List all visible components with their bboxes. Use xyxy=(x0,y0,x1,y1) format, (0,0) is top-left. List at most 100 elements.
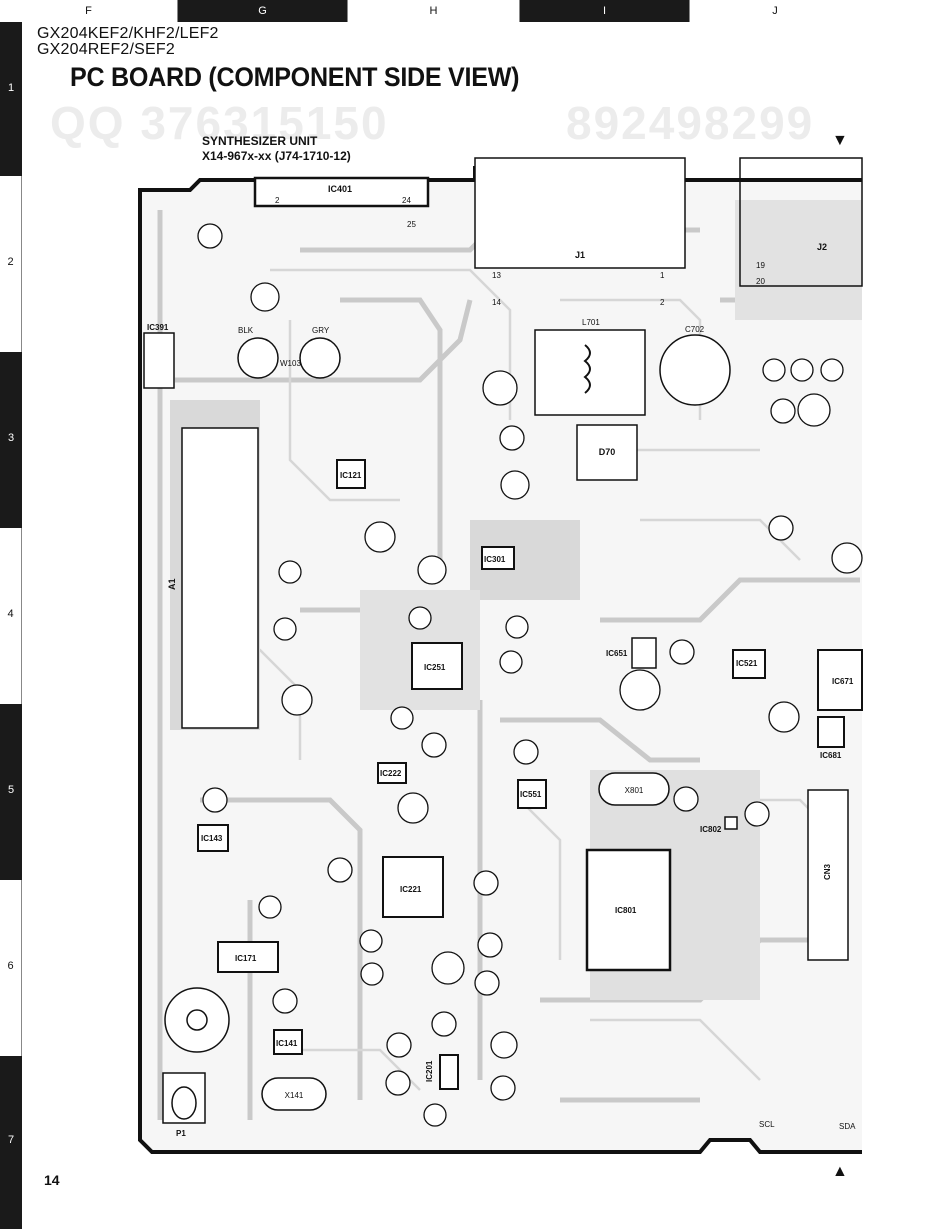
ic121 xyxy=(336,459,366,489)
p1-label: P1 xyxy=(176,1129,186,1138)
row-4: 4 xyxy=(0,528,22,704)
ic251-label: IC251 xyxy=(424,663,446,672)
ic801-label: IC801 xyxy=(615,906,637,915)
ic551-label: IC551 xyxy=(520,790,542,799)
ic801 xyxy=(585,848,672,972)
ic221-label: IC221 xyxy=(400,885,422,894)
unit-name: SYNTHESIZER UNIT xyxy=(202,134,318,148)
ic651-label: IC651 xyxy=(606,649,628,658)
l701-label: L701 xyxy=(582,318,600,327)
page-number: 14 xyxy=(44,1172,60,1188)
ic251 xyxy=(411,642,463,690)
cn3-connector xyxy=(807,789,849,961)
gry-terminal xyxy=(299,337,341,379)
j2-pin-19: 19 xyxy=(756,261,765,270)
watermark-right: 892498299 xyxy=(566,97,815,149)
cn3-label: CN3 xyxy=(823,863,832,880)
p1-jack-hole xyxy=(171,1086,197,1120)
a1-label: A1 xyxy=(167,578,177,590)
blk-label: BLK xyxy=(238,326,254,335)
model-line-1: GX204KEF2/KHF2/LEF2 xyxy=(37,25,219,42)
ic301 xyxy=(481,546,515,570)
ic401-label: IC401 xyxy=(328,184,352,194)
row-1: 1 xyxy=(0,22,22,176)
x801-crystal xyxy=(598,772,670,806)
ic222-label: IC222 xyxy=(380,769,402,778)
generic-capacitors xyxy=(197,223,863,1127)
row-3: 3 xyxy=(0,352,22,528)
ic301-label: IC301 xyxy=(484,555,506,564)
ic681-label: IC681 xyxy=(820,751,842,760)
x141-label: X141 xyxy=(285,1091,304,1100)
sda-label: SDA xyxy=(839,1122,856,1131)
a1-connector xyxy=(181,427,259,729)
row-5: 5 xyxy=(0,704,22,880)
ic141-label: IC141 xyxy=(276,1039,298,1048)
j1-connector xyxy=(474,157,686,269)
ic201-label: IC201 xyxy=(425,1060,434,1082)
w103-label: W103 xyxy=(280,359,301,368)
scl-label: SCL xyxy=(759,1120,775,1129)
j1-pin-1: 1 xyxy=(660,271,665,280)
ic143-label: IC143 xyxy=(201,834,223,843)
j2-connector xyxy=(739,157,863,287)
j1-pin-14: 14 xyxy=(492,298,501,307)
gry-label: GRY xyxy=(312,326,330,335)
d70 xyxy=(576,424,638,481)
unit-part-number: X14-967x-xx (J74-1710-12) xyxy=(202,149,351,163)
ic802-label: IC802 xyxy=(700,825,722,834)
ic401-pin-2: 2 xyxy=(275,196,280,205)
ic401-pin-24: 24 xyxy=(402,196,411,205)
volume-shaft xyxy=(186,1009,208,1031)
j2-pour xyxy=(735,200,862,320)
watermark-left: QQ 376315150 xyxy=(50,97,389,149)
d70-label: D70 xyxy=(599,447,616,457)
model-line-2: GX204REF2/SEF2 xyxy=(37,41,175,58)
ic201 xyxy=(439,1054,459,1090)
ic401 xyxy=(253,176,430,208)
c702-capacitor xyxy=(659,334,731,406)
thin-trace-layer xyxy=(200,268,821,1091)
ic171 xyxy=(217,941,279,973)
ic171-label: IC171 xyxy=(235,954,257,963)
row-6: 6 xyxy=(0,880,22,1056)
column-i: I xyxy=(520,0,690,22)
ic551 xyxy=(517,779,547,809)
ic651 xyxy=(631,637,657,669)
column-j: J xyxy=(690,0,860,22)
column-f: F xyxy=(0,0,178,22)
top-arrow: ▼ xyxy=(832,132,848,149)
j1-pin-13: 13 xyxy=(492,271,501,280)
j2-pin-20: 20 xyxy=(756,277,765,286)
blk-terminal xyxy=(237,337,279,379)
ic121-label: IC121 xyxy=(340,471,362,480)
x801-label: X801 xyxy=(625,786,644,795)
x141-crystal xyxy=(261,1077,327,1111)
l701-winding xyxy=(583,344,591,394)
column-h: H xyxy=(348,0,520,22)
ic671-label: IC671 xyxy=(832,677,854,686)
ic671 xyxy=(817,649,863,711)
page-title: PC BOARD (COMPONENT SIDE VIEW) xyxy=(70,62,520,92)
row-7: 7 xyxy=(0,1056,22,1229)
ic391 xyxy=(143,332,175,389)
ic141 xyxy=(273,1029,303,1055)
ic521 xyxy=(732,649,766,679)
j1-label: J1 xyxy=(575,250,585,260)
bottom-arrow: ▲ xyxy=(832,1163,848,1180)
row-2: 2 xyxy=(0,176,22,352)
ic391-label: IC391 xyxy=(147,323,169,332)
ic681 xyxy=(817,716,845,748)
ic401-pin-25: 25 xyxy=(407,220,416,229)
ic222 xyxy=(377,762,407,784)
ic521-label: IC521 xyxy=(736,659,758,668)
j2-label: J2 xyxy=(817,242,827,252)
c702-label: C702 xyxy=(685,325,705,334)
column-g: G xyxy=(178,0,348,22)
j1-pin-2: 2 xyxy=(660,298,665,307)
ic143 xyxy=(197,824,229,852)
ic221 xyxy=(382,856,444,918)
ic802 xyxy=(724,816,738,830)
column-index-strip: F G H I J xyxy=(0,0,950,22)
